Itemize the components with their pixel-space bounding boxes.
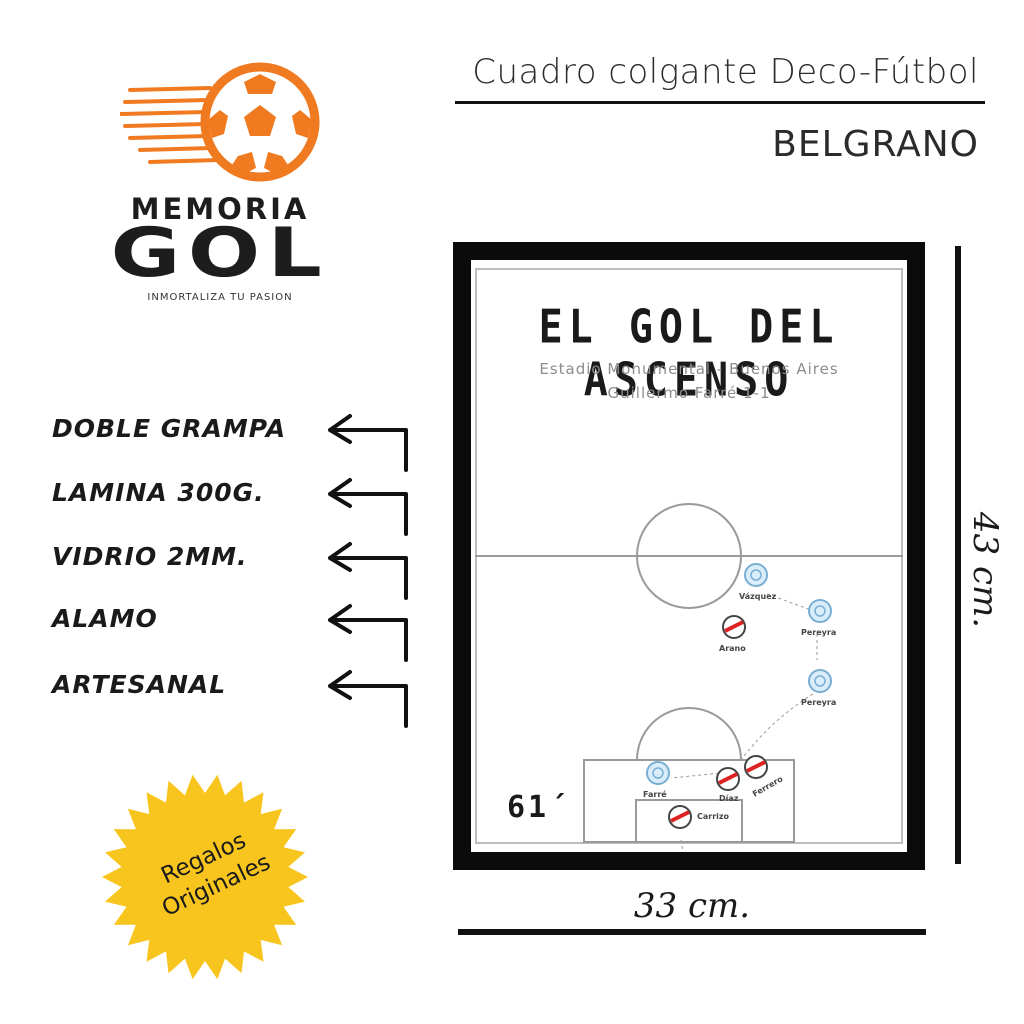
poster-title: EL GOL DEL ASCENSO (538, 301, 840, 407)
feature-label: ALAMO (52, 604, 158, 633)
poster-scorer: Guillermo Farré 1-1 (607, 384, 771, 402)
belgrano-crest-icon (744, 563, 768, 587)
feature-item: DOBLE GRAMPA (52, 414, 432, 472)
river-crest-icon (716, 767, 740, 791)
height-dimension-label: 43 cm. (965, 511, 1005, 629)
starburst-icon (102, 774, 308, 980)
feature-item: ALAMO (52, 604, 432, 662)
arrow-left-icon (328, 478, 408, 536)
feature-item: ARTESANAL (52, 670, 432, 728)
feature-label: VIDRIO 2MM. (52, 542, 248, 571)
feature-label: LAMINA 300G. (52, 478, 265, 507)
width-dimension-label: 33 cm. (633, 886, 751, 926)
player-label: Vázquez (739, 592, 777, 601)
river-crest-icon (744, 755, 768, 779)
feature-item: LAMINA 300G. (52, 478, 432, 536)
goal-minute: 61´ (507, 790, 571, 825)
picture-frame: EL GOL DEL ASCENSO Estadio Monumental - … (453, 242, 925, 870)
arrow-left-icon (328, 604, 408, 662)
belgrano-crest-icon (808, 669, 832, 693)
brand-slogan: INMORTALIZA TU PASION (147, 292, 293, 303)
player-label: Carrizo (697, 812, 730, 821)
arrow-left-icon (328, 414, 408, 472)
river-crest-icon (668, 805, 692, 829)
brand-name-top: MEMORIA (130, 192, 310, 226)
feature-label: ARTESANAL (52, 670, 227, 699)
player-label: Farré (643, 790, 667, 799)
player-label: Díaz (719, 794, 739, 803)
player-label: Pereyra (801, 698, 837, 707)
promo-badge: Regalos Originales (100, 772, 310, 982)
belgrano-crest-icon (808, 599, 832, 623)
river-crest-icon (722, 615, 746, 639)
club-name: BELGRANO (772, 124, 979, 165)
player-label: Pereyra (801, 628, 837, 637)
belgrano-crest-icon (646, 761, 670, 785)
brand-logo: MEMORIA GOL INMORTALIZA TU PASION (90, 60, 350, 310)
poster-stadium: Estadio Monumental - Buenos Aires (539, 360, 839, 378)
header-divider (455, 101, 985, 104)
feature-label: DOBLE GRAMPA (52, 414, 287, 443)
player-label: Arano (719, 644, 746, 653)
pitch-diagram (475, 503, 903, 852)
product-title: Cuadro colgante Deco-Fútbol (472, 52, 979, 92)
soccer-ball-icon (120, 62, 320, 182)
arrow-left-icon (328, 670, 408, 728)
poster: EL GOL DEL ASCENSO Estadio Monumental - … (471, 260, 907, 852)
feature-item: VIDRIO 2MM. (52, 542, 432, 600)
brand-name-bottom: GOL (110, 214, 330, 293)
width-dimension-line (458, 929, 926, 935)
arrow-left-icon (328, 542, 408, 600)
height-dimension-line (955, 246, 961, 864)
